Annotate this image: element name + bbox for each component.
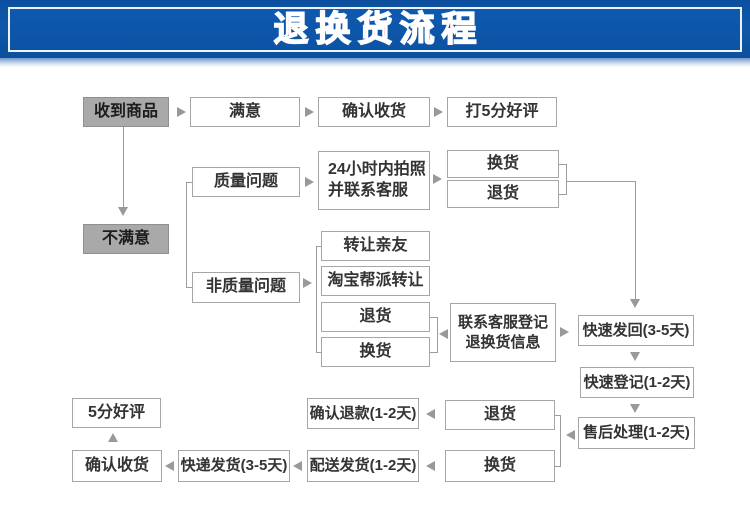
node-contact-cs-line1: 联系客服登记 <box>457 314 548 331</box>
arrow-down-icon <box>630 352 640 361</box>
title-banner-inner-border: 退换货流程 <box>8 7 742 52</box>
node-contact-cs-line2: 退换货信息 <box>465 333 541 351</box>
node-five-star-bottom: 5分好评 <box>72 398 161 428</box>
node-photo-24h-line1: 24小时内拍照 <box>328 160 426 178</box>
node-five-star-top: 打5分好评 <box>447 97 557 127</box>
node-quality-issue: 质量问题 <box>192 167 300 197</box>
node-return-quality: 退货 <box>447 180 559 208</box>
node-return-non-quality: 退货 <box>321 302 430 332</box>
arrow-left-icon <box>439 329 448 339</box>
connector-options-bracket-bottom <box>316 352 321 353</box>
node-dispatch-delivery: 配送发货(1-2天) <box>307 450 419 482</box>
node-confirm-receipt-bottom: 确认收货 <box>72 450 162 482</box>
node-fast-sendback: 快速发回(3-5天) <box>578 315 694 346</box>
node-fast-register: 快速登记(1-2天) <box>580 367 694 398</box>
arrow-left-icon <box>426 461 435 471</box>
connector-options-bracket <box>316 246 317 352</box>
node-received-goods: 收到商品 <box>83 97 169 127</box>
connector-nq-bracket <box>437 317 438 353</box>
node-aftersales-processing: 售后处理(1-2天) <box>578 417 695 449</box>
connector-bottom-bracket <box>560 415 561 467</box>
banner-gradient-strip <box>0 58 750 67</box>
node-photo-24h: 24小时内拍照 并联系客服 <box>318 151 430 210</box>
connector-issue-bracket-bottom <box>186 287 192 288</box>
arrow-down-icon <box>630 404 640 413</box>
arrow-up-icon <box>108 433 118 442</box>
arrow-right-icon <box>560 327 569 337</box>
connector-issue-bracket-top <box>186 182 192 183</box>
connector-bottom-bracket-top <box>555 415 560 416</box>
node-confirm-refund: 确认退款(1-2天) <box>307 398 419 429</box>
node-exchange-quality: 换货 <box>447 150 559 178</box>
arrow-left-icon <box>566 430 575 440</box>
node-exchange-non-quality: 换货 <box>321 337 430 367</box>
arrow-left-icon <box>165 461 174 471</box>
arrow-right-icon <box>177 107 186 117</box>
arrow-right-icon <box>303 278 312 288</box>
connector-quality-to-right-column-h <box>566 181 635 182</box>
connector-quality-bracket-top <box>559 164 566 165</box>
connector-issue-bracket <box>186 182 187 288</box>
node-return-bottom: 退货 <box>445 400 555 430</box>
title-banner: 退换货流程 <box>0 0 750 58</box>
connector-quality-to-right-column-v <box>635 181 636 300</box>
node-transfer-friends: 转让亲友 <box>321 231 430 261</box>
arrow-left-icon <box>293 461 302 471</box>
arrow-right-icon <box>434 107 443 117</box>
node-exchange-bottom: 换货 <box>445 450 555 482</box>
node-express-delivery: 快递发货(3-5天) <box>178 450 290 482</box>
arrow-right-icon <box>305 107 314 117</box>
connector-quality-bracket <box>566 164 567 195</box>
node-unsatisfied: 不满意 <box>83 224 169 254</box>
arrow-down-icon <box>118 207 128 216</box>
arrow-right-icon <box>433 174 442 184</box>
arrow-left-icon <box>426 409 435 419</box>
node-satisfied: 满意 <box>190 97 300 127</box>
node-photo-24h-line2: 并联系客服 <box>328 181 409 199</box>
arrow-down-icon <box>630 299 640 308</box>
connector-nq-bracket-bottom <box>430 352 437 353</box>
node-confirm-receipt-top: 确认收货 <box>318 97 430 127</box>
arrow-right-icon <box>305 177 314 187</box>
connector-received-to-unsatisfied <box>123 127 124 208</box>
connector-bottom-bracket-bottom <box>555 466 560 467</box>
node-taobao-group-transfer: 淘宝帮派转让 <box>321 266 430 296</box>
page-title: 退换货流程 <box>273 10 484 49</box>
connector-quality-bracket-bottom <box>559 194 566 195</box>
connector-options-bracket-top <box>316 246 321 247</box>
node-non-quality-issue: 非质量问题 <box>192 272 300 303</box>
node-contact-customer-service: 联系客服登记 退换货信息 <box>450 303 556 362</box>
connector-nq-bracket-top <box>430 317 437 318</box>
